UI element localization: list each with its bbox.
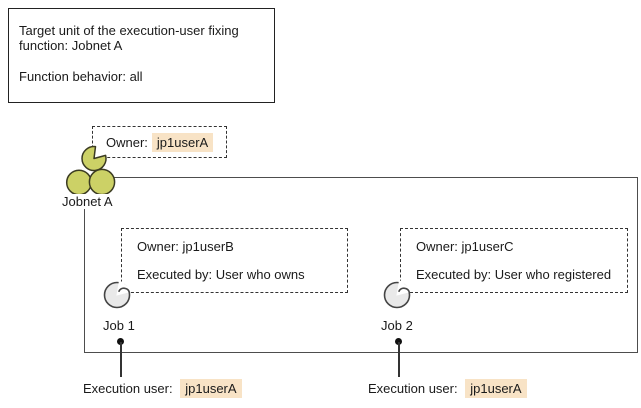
job2-owner-text: Owner: jp1userC bbox=[416, 239, 514, 254]
jobnet-icon bbox=[65, 145, 116, 196]
jobnet-icon-top-circle bbox=[81, 145, 107, 172]
jobnet-owner-user-highlight: jp1userA bbox=[151, 132, 214, 152]
jobnet-label: Jobnet A bbox=[60, 194, 115, 209]
function-description-box: Target unit of the execution-user fixing… bbox=[8, 8, 275, 103]
job1-execution-user-highlight: jp1userA bbox=[180, 379, 242, 398]
job1-icon-curl bbox=[118, 287, 131, 294]
job1-execution-user-prefix: Execution user: bbox=[83, 381, 173, 396]
job2-icon bbox=[383, 279, 414, 309]
jobnet-icon-right-circle bbox=[88, 168, 116, 196]
job1-annotation-box: Owner: jp1userB Executed by: User who ow… bbox=[121, 228, 348, 293]
job1-connector-dot bbox=[117, 338, 124, 345]
jobnet-boundary-frame bbox=[84, 177, 638, 353]
job1-leader-line bbox=[120, 342, 122, 377]
job2-connector-dot bbox=[395, 338, 402, 345]
job1-icon bbox=[103, 279, 134, 309]
description-line-2: function: Jobnet A bbox=[19, 38, 123, 53]
job1-executed-by-text: Executed by: User who owns bbox=[137, 267, 305, 282]
job1-owner-text: Owner: jp1userB bbox=[137, 239, 234, 254]
job2-label: Job 2 bbox=[381, 318, 413, 333]
job2-executed-by-text: Executed by: User who registered bbox=[416, 267, 612, 282]
jobnet-icon-left-circle bbox=[65, 169, 93, 196]
job2-annotation-box: Owner: jp1userC Executed by: User who re… bbox=[400, 228, 628, 293]
jobnet-owner-annotation: Owner: jp1userA bbox=[92, 126, 227, 158]
description-line-1: Target unit of the execution-user fixing bbox=[19, 23, 239, 38]
job2-icon-curl bbox=[398, 287, 411, 294]
jobnet-owner-prefix: Owner: bbox=[106, 134, 148, 150]
description-line-3: Function behavior: all bbox=[19, 69, 143, 84]
job2-execution-user: Execution user: jp1userA bbox=[368, 379, 527, 398]
job2-leader-line bbox=[398, 342, 400, 377]
job1-execution-user: Execution user: jp1userA bbox=[83, 379, 242, 398]
job2-execution-user-highlight: jp1userA bbox=[465, 379, 527, 398]
job1-label: Job 1 bbox=[103, 318, 135, 333]
job2-execution-user-prefix: Execution user: bbox=[368, 381, 458, 396]
